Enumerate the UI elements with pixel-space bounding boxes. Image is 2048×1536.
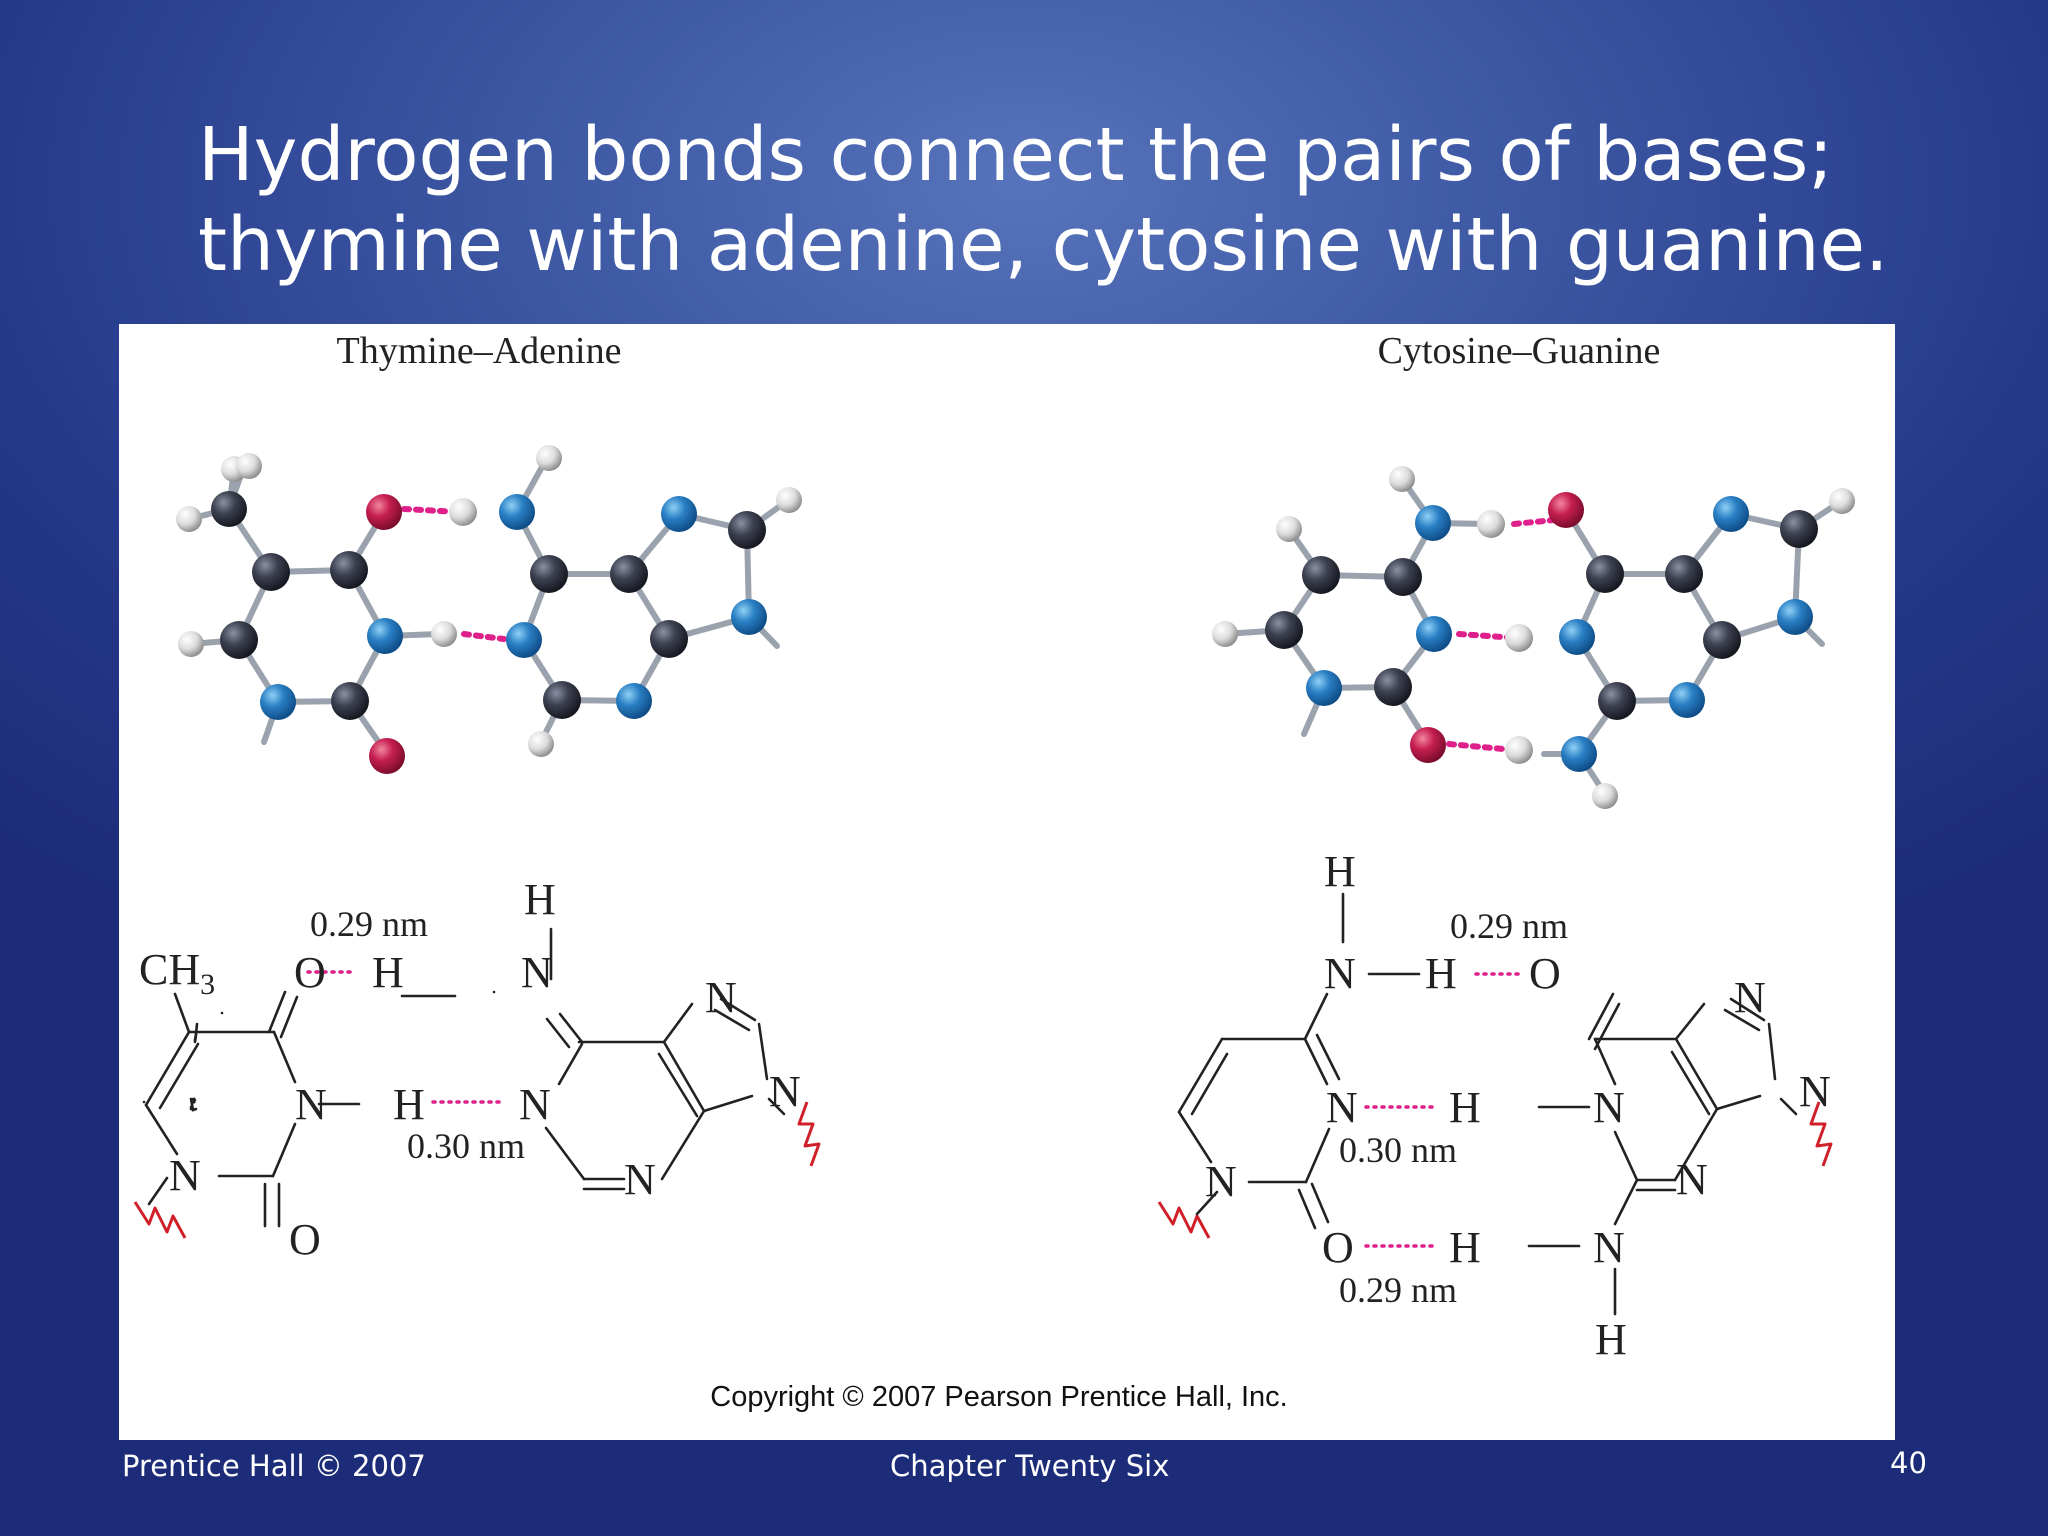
cg-atom-n3-cytosine: N [1326, 1083, 1358, 1132]
slide-title-line-1: Hydrogen bonds connect the pairs of base… [198, 112, 1834, 198]
cg-atom-o-guanine: O [1529, 949, 1561, 998]
base-pair-diagram: Thymine–Adenine Cytosine–Guanine [133, 330, 1855, 1413]
base-pair-figure: Thymine–Adenine Cytosine–Guanine [119, 324, 1895, 1440]
ta-atom-h-top: H [372, 948, 404, 997]
cg-oxygen-atoms [1410, 492, 1584, 763]
cg-atom-h-amine-lower: H [1595, 1315, 1627, 1364]
cg-distance-top: 0.29 nm [1450, 906, 1568, 946]
cg-atom-n3-guanine: N [1676, 1155, 1708, 1204]
cytosine-guanine-structure: H N H O N H N N O H N H N N N 0.29 nm 0.… [1157, 847, 1833, 1364]
copyright-notice: Copyright © 2007 Pearson Prentice Hall, … [710, 1381, 1288, 1413]
cg-distance-middle: 0.30 nm [1339, 1130, 1457, 1170]
cg-atom-h-amine-bottom: H [1449, 1223, 1481, 1272]
ta-atom-n3: N [295, 1080, 327, 1129]
cg-atom-h-amine-top: H [1324, 847, 1356, 896]
ta-atom-n7: N [705, 973, 737, 1022]
thymine-methyl-label: CH3 [139, 945, 215, 1001]
ta-atom-n9: N [769, 1067, 801, 1116]
cytosine-guanine-ball-model [1212, 466, 1855, 809]
cg-atom-n-amine-bottom: N [1593, 1223, 1625, 1272]
ta-atom-n1-thymine: N [169, 1151, 201, 1200]
footer-publisher: Prentice Hall © 2007 [122, 1449, 426, 1483]
thymine-adenine-structure: CH3 O H N H N H N N O N N N 0.29 nm 0.30… [133, 875, 821, 1264]
cg-atom-n7: N [1734, 973, 1766, 1022]
cg-atom-n1-cytosine: N [1205, 1157, 1237, 1206]
cg-distance-bottom: 0.29 nm [1339, 1270, 1457, 1310]
ta-atom-o-top: O [294, 948, 326, 997]
cytosine-guanine-label: Cytosine–Guanine [1378, 330, 1661, 372]
thymine-adenine-label: Thymine–Adenine [337, 330, 622, 372]
cg-atom-h-n1-guanine: H [1449, 1083, 1481, 1132]
footer-page-number: 40 [1890, 1446, 1927, 1480]
ta-distance-bottom: 0.30 nm [407, 1126, 525, 1166]
ta-oxygen-atoms [366, 494, 405, 774]
ta-atom-o-bottom: O [289, 1215, 321, 1264]
ta-carbon-atoms [211, 491, 766, 720]
ta-nitrogen-atoms [260, 494, 767, 720]
cg-atom-n9: N [1799, 1067, 1831, 1116]
cg-atom-n1-guanine: N [1593, 1083, 1625, 1132]
ta-atom-n3-adenine: N [624, 1155, 656, 1204]
cg-atom-h-amine: H [1425, 949, 1457, 998]
ta-atom-h-amine: H [524, 875, 556, 924]
footer-chapter: Chapter Twenty Six [890, 1449, 1170, 1483]
cg-carbon-atoms [1265, 510, 1818, 720]
ta-atom-h-n3: H [393, 1080, 425, 1129]
ta-hydrogen-atoms [176, 445, 802, 757]
ta-atom-n-amine: N [521, 948, 553, 997]
slide-title: Hydrogen bonds connect the pairs of base… [198, 110, 1998, 290]
thymine-adenine-ball-model [176, 445, 802, 774]
cg-atom-n-amine: N [1324, 949, 1356, 998]
slide-title-line-2: thymine with adenine, cytosine with guan… [198, 202, 1889, 288]
ta-distance-top: 0.29 nm [310, 904, 428, 944]
ta-atom-n1-adenine: N [519, 1080, 551, 1129]
cg-hydrogen-atoms [1212, 466, 1855, 809]
cg-atom-o-cytosine: O [1322, 1223, 1354, 1272]
cg-nitrogen-atoms [1306, 496, 1813, 772]
